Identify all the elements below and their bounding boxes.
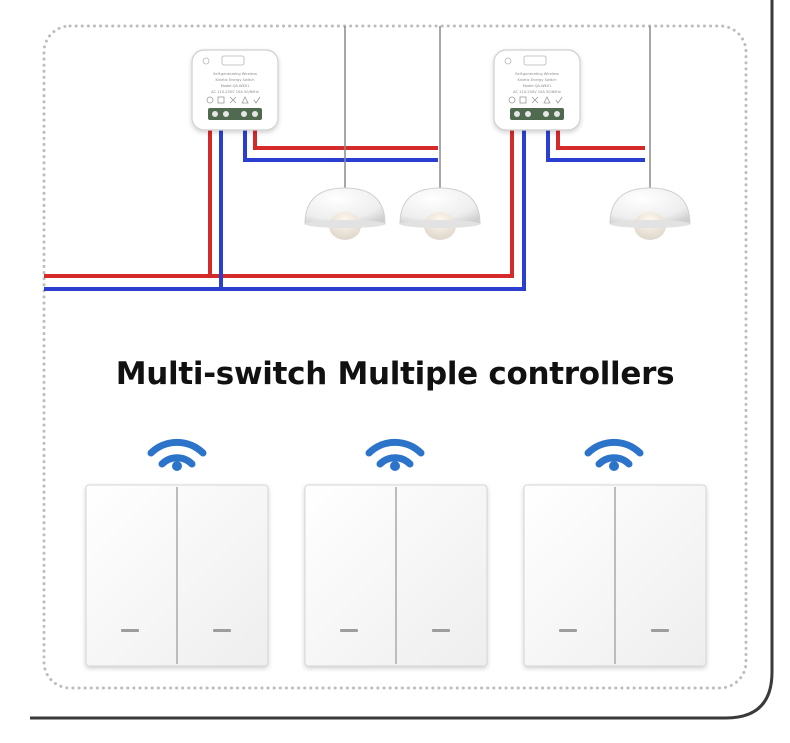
dotted-border (42, 24, 748, 690)
pendant-lamp-3 (609, 187, 691, 240)
switch-gang-left-indicator (559, 629, 577, 632)
module-line-3: Model:QA-WK01 (523, 84, 552, 88)
switch-gang-left-indicator (121, 629, 139, 632)
neutral-out-2 (546, 130, 645, 162)
rohs-icon (217, 96, 225, 104)
recycle-icon (543, 96, 551, 104)
neutral-out-1 (243, 130, 438, 162)
check-icon (253, 96, 261, 104)
page-title: Multi-switch Multiple controllers (115, 356, 675, 392)
pendant-lamp-1 (304, 187, 386, 240)
module-line-1: Self-generating Wireless (213, 72, 257, 76)
wall-switch-3 (523, 484, 707, 667)
live-out-2 (556, 130, 645, 150)
terminal-block (510, 108, 564, 120)
outer-frame (30, 0, 774, 720)
module-line-3: Model:QA-WK01 (221, 84, 250, 88)
wifi-signal-icon (147, 438, 207, 471)
wifi-signal-icon (365, 438, 425, 471)
ce-mark-icon (508, 96, 516, 104)
live-out-1 (253, 130, 438, 150)
module-line-4: AC 110-250V 10A 50/60Hz (211, 90, 259, 94)
certification-icons (508, 96, 563, 104)
receiver-module-2: Self-generating Wireless Kinetic Energy … (493, 49, 581, 131)
recycle-icon (241, 96, 249, 104)
switch-gang-right-indicator (432, 629, 450, 632)
wall-switch-1 (85, 484, 269, 667)
module-line-2: Kinetic Energy Switch (216, 78, 255, 82)
neutral-bus-wire (44, 130, 526, 291)
weee-bin-icon (229, 96, 237, 104)
terminal-block (208, 108, 262, 120)
rohs-icon (519, 96, 527, 104)
weee-bin-icon (531, 96, 539, 104)
module-line-1: Self-generating Wireless (515, 72, 559, 76)
check-icon (555, 96, 563, 104)
receiver-module-1: Self-generating Wireless Kinetic Energy … (191, 49, 279, 131)
wall-switch-2 (304, 484, 488, 667)
switch-gang-right-indicator (651, 629, 669, 632)
live-bus-wire (44, 130, 514, 278)
module-line-2: Kinetic Energy Switch (518, 78, 557, 82)
switch-gang-right-indicator (213, 629, 231, 632)
pendant-lamp-2 (399, 187, 481, 240)
switch-gang-left-indicator (340, 629, 358, 632)
certification-icons (206, 96, 261, 104)
wifi-signal-icon (584, 438, 644, 471)
module-line-4: AC 110-250V 10A 50/60Hz (513, 90, 561, 94)
ce-mark-icon (206, 96, 214, 104)
wiring (44, 26, 651, 291)
